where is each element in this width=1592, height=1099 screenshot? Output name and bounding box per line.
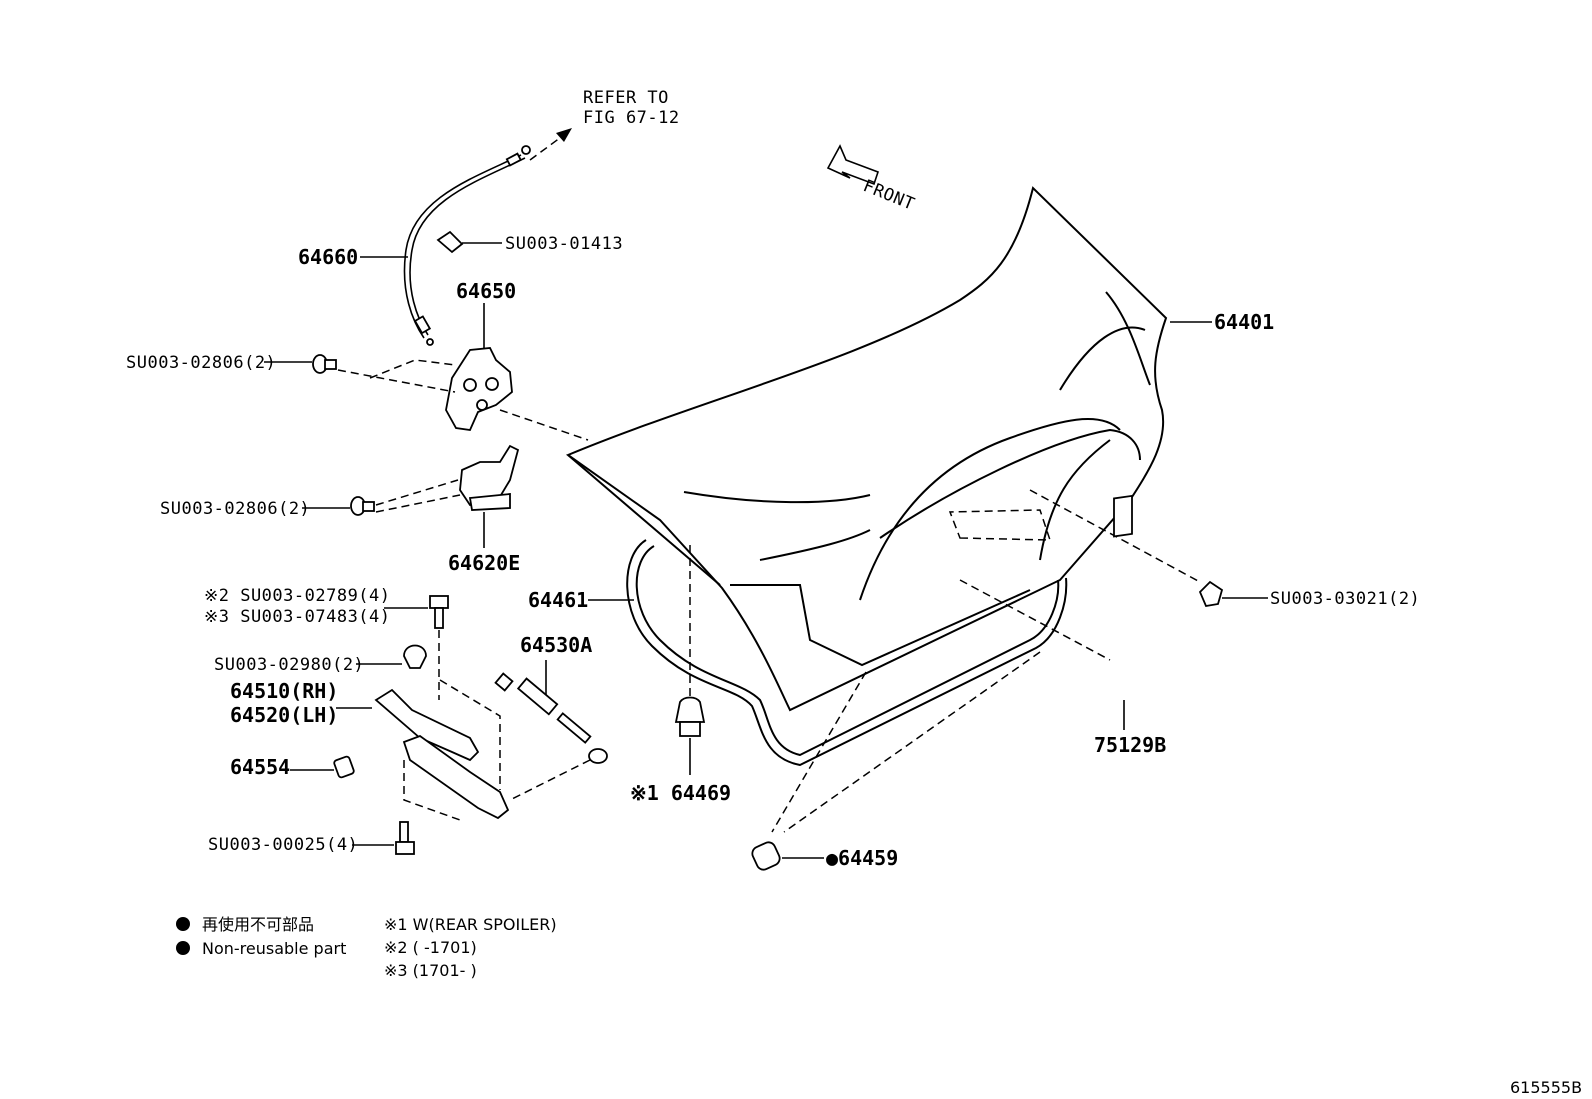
- callout-su003-03021: SU003-03021(2): [1270, 589, 1420, 609]
- figure-id: 615555B: [1510, 1078, 1582, 1097]
- refer-to-text: REFER TO: [583, 88, 669, 108]
- callout-64530a: 64530A: [520, 633, 592, 657]
- bolt-su003-02806-upper: [312, 354, 337, 374]
- clip-su003-02980: [403, 644, 427, 669]
- cable-clip: [436, 230, 464, 254]
- legend-note1: ※1 W(REAR SPOILER): [384, 915, 557, 934]
- callout-75129b: 75129B: [1094, 733, 1166, 757]
- non-reusable-bullet-icon-2: [176, 941, 190, 955]
- callout-64554: 64554: [230, 755, 290, 779]
- callout-64401: 64401: [1214, 310, 1274, 334]
- legend-note3: ※3 (1701- ): [384, 961, 477, 980]
- callout-su003-07483: ※3 SU003-07483(4): [204, 607, 391, 627]
- callout-su003-02789: ※2 SU003-02789(4): [204, 586, 391, 606]
- legend-jp: 再使用不可部品: [202, 915, 314, 934]
- release-cable: [403, 145, 531, 346]
- non-reusable-bullet-icon: [176, 917, 190, 931]
- front-arrow-icon: [826, 144, 880, 186]
- luggage-lock: [445, 347, 513, 431]
- bolt-su003-02806-lower: [350, 496, 375, 516]
- bolt-su003-02789: [429, 595, 449, 629]
- callout-64459: ●64459: [826, 846, 898, 870]
- refer-fig-text: FIG 67-12: [583, 108, 680, 128]
- trunk-hinge: [374, 688, 510, 820]
- luggage-compartment-door: [565, 186, 1168, 712]
- callout-su003-01413: SU003-01413: [505, 234, 623, 254]
- cushion-64459: [751, 841, 781, 871]
- callout-su003-02806-upper: SU003-02806(2): [126, 353, 276, 373]
- clip-su003-03021: [1198, 580, 1224, 608]
- lock-striker: [459, 444, 520, 511]
- callout-64510: 64510(RH): [230, 679, 338, 703]
- label-plate: [1113, 494, 1133, 538]
- cushion-64469: [674, 696, 706, 737]
- legend-note2: ※2 ( -1701): [384, 938, 477, 957]
- gas-strut: [494, 672, 608, 764]
- front-label: FRONT: [860, 176, 917, 215]
- callout-su003-02980: SU003-02980(2): [214, 655, 364, 675]
- refer-arrow-icon: [529, 128, 572, 161]
- callout-64520: 64520(LH): [230, 703, 338, 727]
- callout-64461: 64461: [528, 588, 588, 612]
- callout-su003-02806-lower: SU003-02806(2): [160, 499, 310, 519]
- stopper-64554: [333, 755, 355, 779]
- callout-64650: 64650: [456, 279, 516, 303]
- bolt-su003-00025: [395, 821, 415, 855]
- weatherstrip: [626, 539, 1068, 767]
- callout-64469: ※1 64469: [630, 781, 731, 805]
- callout-64660: 64660: [298, 245, 358, 269]
- callout-64620e: 64620E: [448, 551, 520, 575]
- legend-en: Non-reusable part: [202, 939, 346, 958]
- callout-su003-00025: SU003-00025(4): [208, 835, 358, 855]
